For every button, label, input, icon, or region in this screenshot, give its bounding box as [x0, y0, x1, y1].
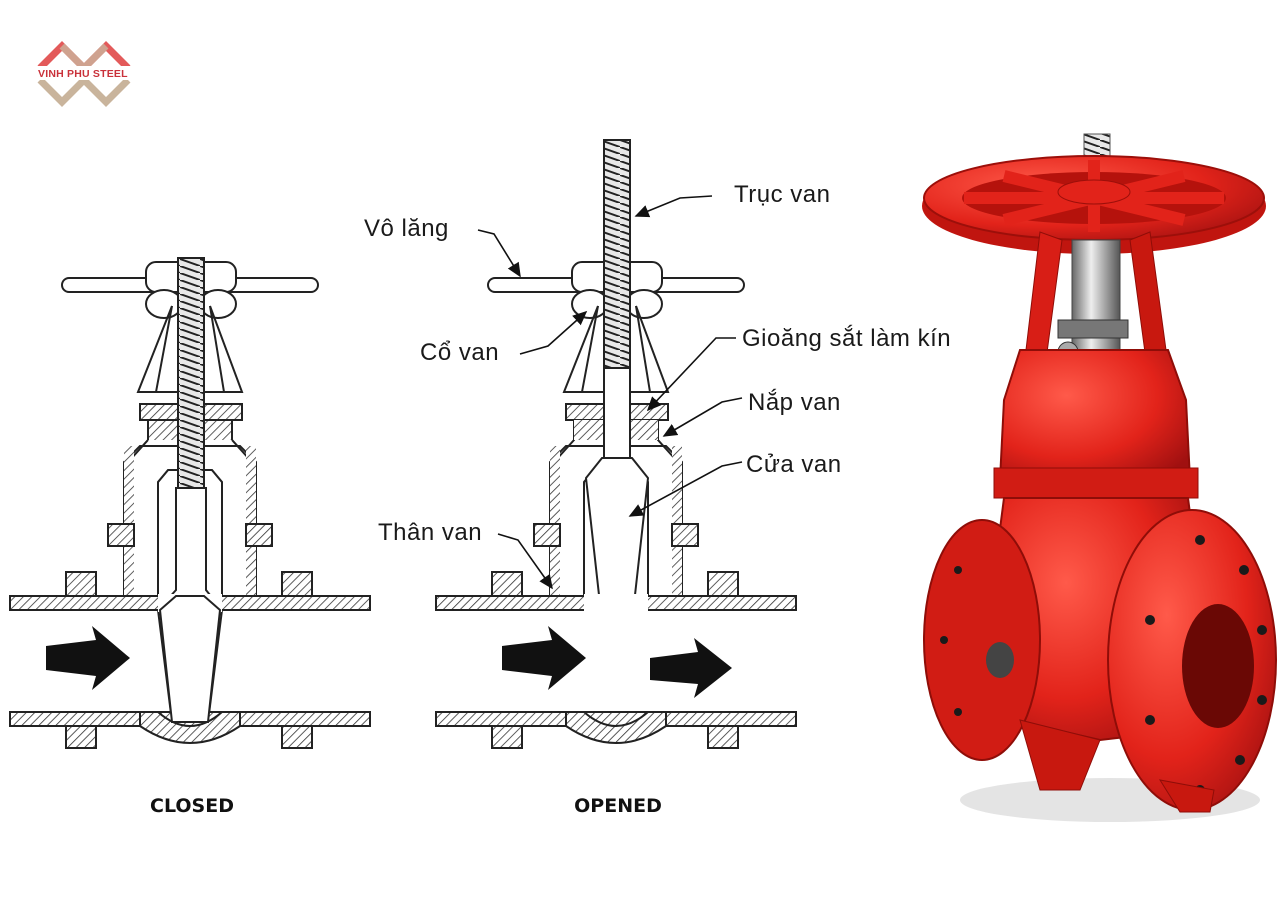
brand-logo: VINH PHU STEEL — [34, 41, 142, 107]
label-truc-van: Trục van — [734, 181, 830, 208]
label-than-van: Thân van — [378, 519, 482, 546]
left-flange — [923, 519, 1041, 761]
valve-stem — [603, 139, 631, 369]
pipe-wall-bottom — [435, 711, 797, 727]
label-co-van: Cổ van — [420, 339, 499, 366]
flow-arrow-icon — [502, 626, 586, 690]
valve-stem — [177, 257, 205, 489]
closed-valve-diagram: CLOSED — [9, 257, 371, 817]
opened-caption: OPENED — [574, 795, 662, 817]
leader-lines — [477, 195, 743, 590]
logo-zigzag-bottom — [37, 75, 131, 107]
label-vo-lang: Vô lăng — [364, 215, 449, 242]
bonnet — [998, 349, 1192, 481]
brand-name: VINH PHU STEEL — [38, 68, 128, 80]
label-cua-van: Cửa van — [746, 451, 842, 478]
pipe-bore — [1182, 604, 1254, 728]
closed-caption: CLOSED — [150, 795, 234, 817]
flow-arrow-icon — [650, 638, 732, 698]
label-gioang: Gioăng sắt làm kín — [742, 325, 951, 352]
red-gate-valve-illustration — [922, 133, 1277, 822]
flow-arrow-icon — [46, 626, 130, 690]
opened-valve-diagram: OPENED — [435, 139, 797, 817]
gate-wedge — [584, 457, 650, 605]
label-nap-van: Nắp van — [748, 389, 841, 416]
